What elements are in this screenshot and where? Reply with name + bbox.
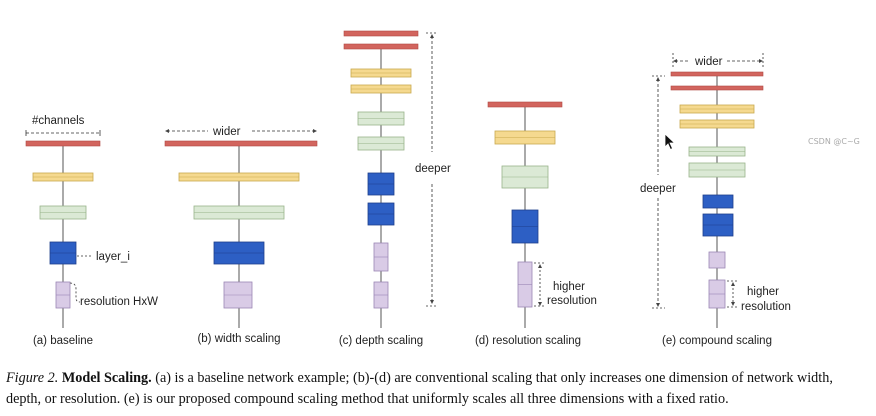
compound-output-layer-1	[670, 71, 764, 77]
caption-title: Model Scaling.	[61, 370, 152, 386]
panel-label-baseline: (a) baseline	[33, 335, 93, 347]
caption-figure-number: Figure 2.	[6, 370, 59, 386]
compound-output-layer-2	[670, 85, 764, 91]
resolution-hw-label: resolution HxW	[80, 296, 158, 308]
depth-output-layer-2	[343, 43, 419, 50]
watermark-text: CSDN @C~G	[808, 137, 860, 146]
compound-input-layer-1	[708, 251, 726, 269]
panel-width-scaling: wider (b) width scaling	[164, 126, 318, 345]
resolution-label-d: resolution	[547, 295, 597, 307]
higher-label-e: higher	[747, 286, 779, 298]
panel-baseline: #channels layer_i resolution HxW (a) bas…	[25, 115, 158, 347]
mouse-pointer-icon	[664, 133, 676, 151]
deeper-label-e: deeper	[640, 183, 676, 195]
higher-label-d: higher	[553, 281, 585, 293]
wider-label-e: wider	[694, 56, 723, 68]
panel-depth-scaling: deeper (c) depth scaling	[339, 30, 451, 347]
figure-caption: Figure 2. Model Scaling. (a) is a baseli…	[6, 368, 870, 410]
panel-label-width: (b) width scaling	[197, 333, 280, 345]
panel-label-depth: (c) depth scaling	[339, 335, 423, 347]
wider-label-b: wider	[212, 126, 241, 138]
resolution-label-e: resolution	[741, 301, 791, 313]
deeper-label-c: deeper	[415, 163, 451, 175]
baseline-output-layer	[25, 140, 101, 147]
channels-label: #channels	[32, 115, 85, 127]
layer-label: layer_i	[96, 251, 130, 263]
panel-compound-scaling: wider deeper higher resolution (e) compo…	[640, 53, 791, 347]
panel-label-compound: (e) compound scaling	[662, 335, 772, 347]
resolution-output-layer	[487, 101, 563, 108]
width-output-layer	[164, 140, 318, 147]
panel-label-resolution: (d) resolution scaling	[475, 335, 581, 347]
compound-blue-layer-1	[702, 194, 734, 209]
panel-resolution-scaling: higher resolution (d) resolution scaling	[475, 101, 597, 347]
caption-text: (a) is a baseline network example; (b)-(…	[6, 370, 833, 407]
depth-output-layer-1	[343, 30, 419, 37]
